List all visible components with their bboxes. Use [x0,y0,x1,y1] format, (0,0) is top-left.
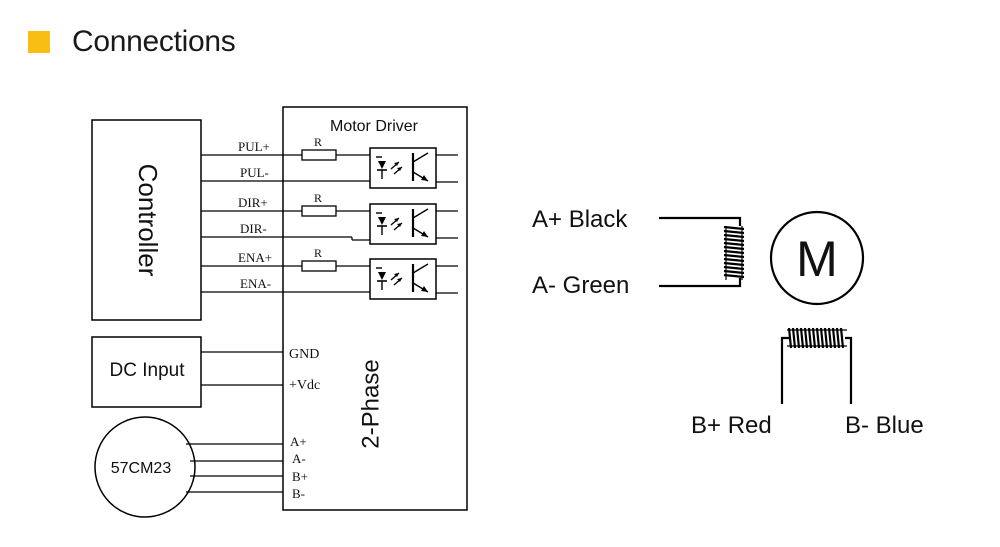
controller-label: Controller [133,164,163,277]
power-wires [201,351,283,386]
optocoupler-ena [369,258,458,300]
pin-label-a-plus: A+ [290,434,307,449]
pin-label-pul-minus: PUL- [240,165,269,180]
pin-label-ena-plus: ENA+ [238,250,272,265]
motor-symbol-letter: M [796,231,838,287]
pin-label-dir-minus: DIR- [240,221,267,236]
coil-a-plus-label: A+ Black [532,206,628,233]
motor-driver-box [282,106,468,511]
driver-phase-label: 2-Phase [357,359,384,448]
optocoupler-pul [369,147,458,189]
pin-label-pul-plus: PUL+ [238,139,270,154]
header-accent-square [28,31,50,53]
dc-input-box [91,336,202,408]
page-title: Connections [72,25,236,58]
coil-b-plus-label: B+ Red [691,412,772,439]
resistors [301,149,370,272]
coil-a [659,216,745,288]
pin-label-vdc: +Vdc [289,378,320,393]
coil-b [780,327,853,404]
pin-label-dir-plus: DIR+ [238,195,268,210]
motor-symbol-circle [769,210,865,306]
driver-title: Motor Driver [330,118,419,135]
pin-label-gnd: GND [289,347,319,362]
resistor-label-3: R [314,246,322,260]
optocoupler-dir [369,203,458,245]
motor-model-label: 57CM23 [111,460,172,477]
resistor-label-2: R [314,191,322,205]
signal-wires [201,154,370,293]
pin-label-b-minus: B- [292,486,305,501]
resistor-label-1: R [314,135,322,149]
section-header: Connections [28,22,236,62]
stepper-motor-circle [94,416,196,518]
coil-b-minus-label: B- Blue [845,412,924,439]
controller-box [91,119,202,321]
coil-a-minus-label: A- Green [532,272,629,299]
motor-wires [186,443,283,493]
dc-input-label: DC Input [110,360,186,381]
pin-label-b-plus: B+ [292,469,308,484]
pin-label-a-minus: A- [292,451,306,466]
pin-label-ena-minus: ENA- [240,276,271,291]
